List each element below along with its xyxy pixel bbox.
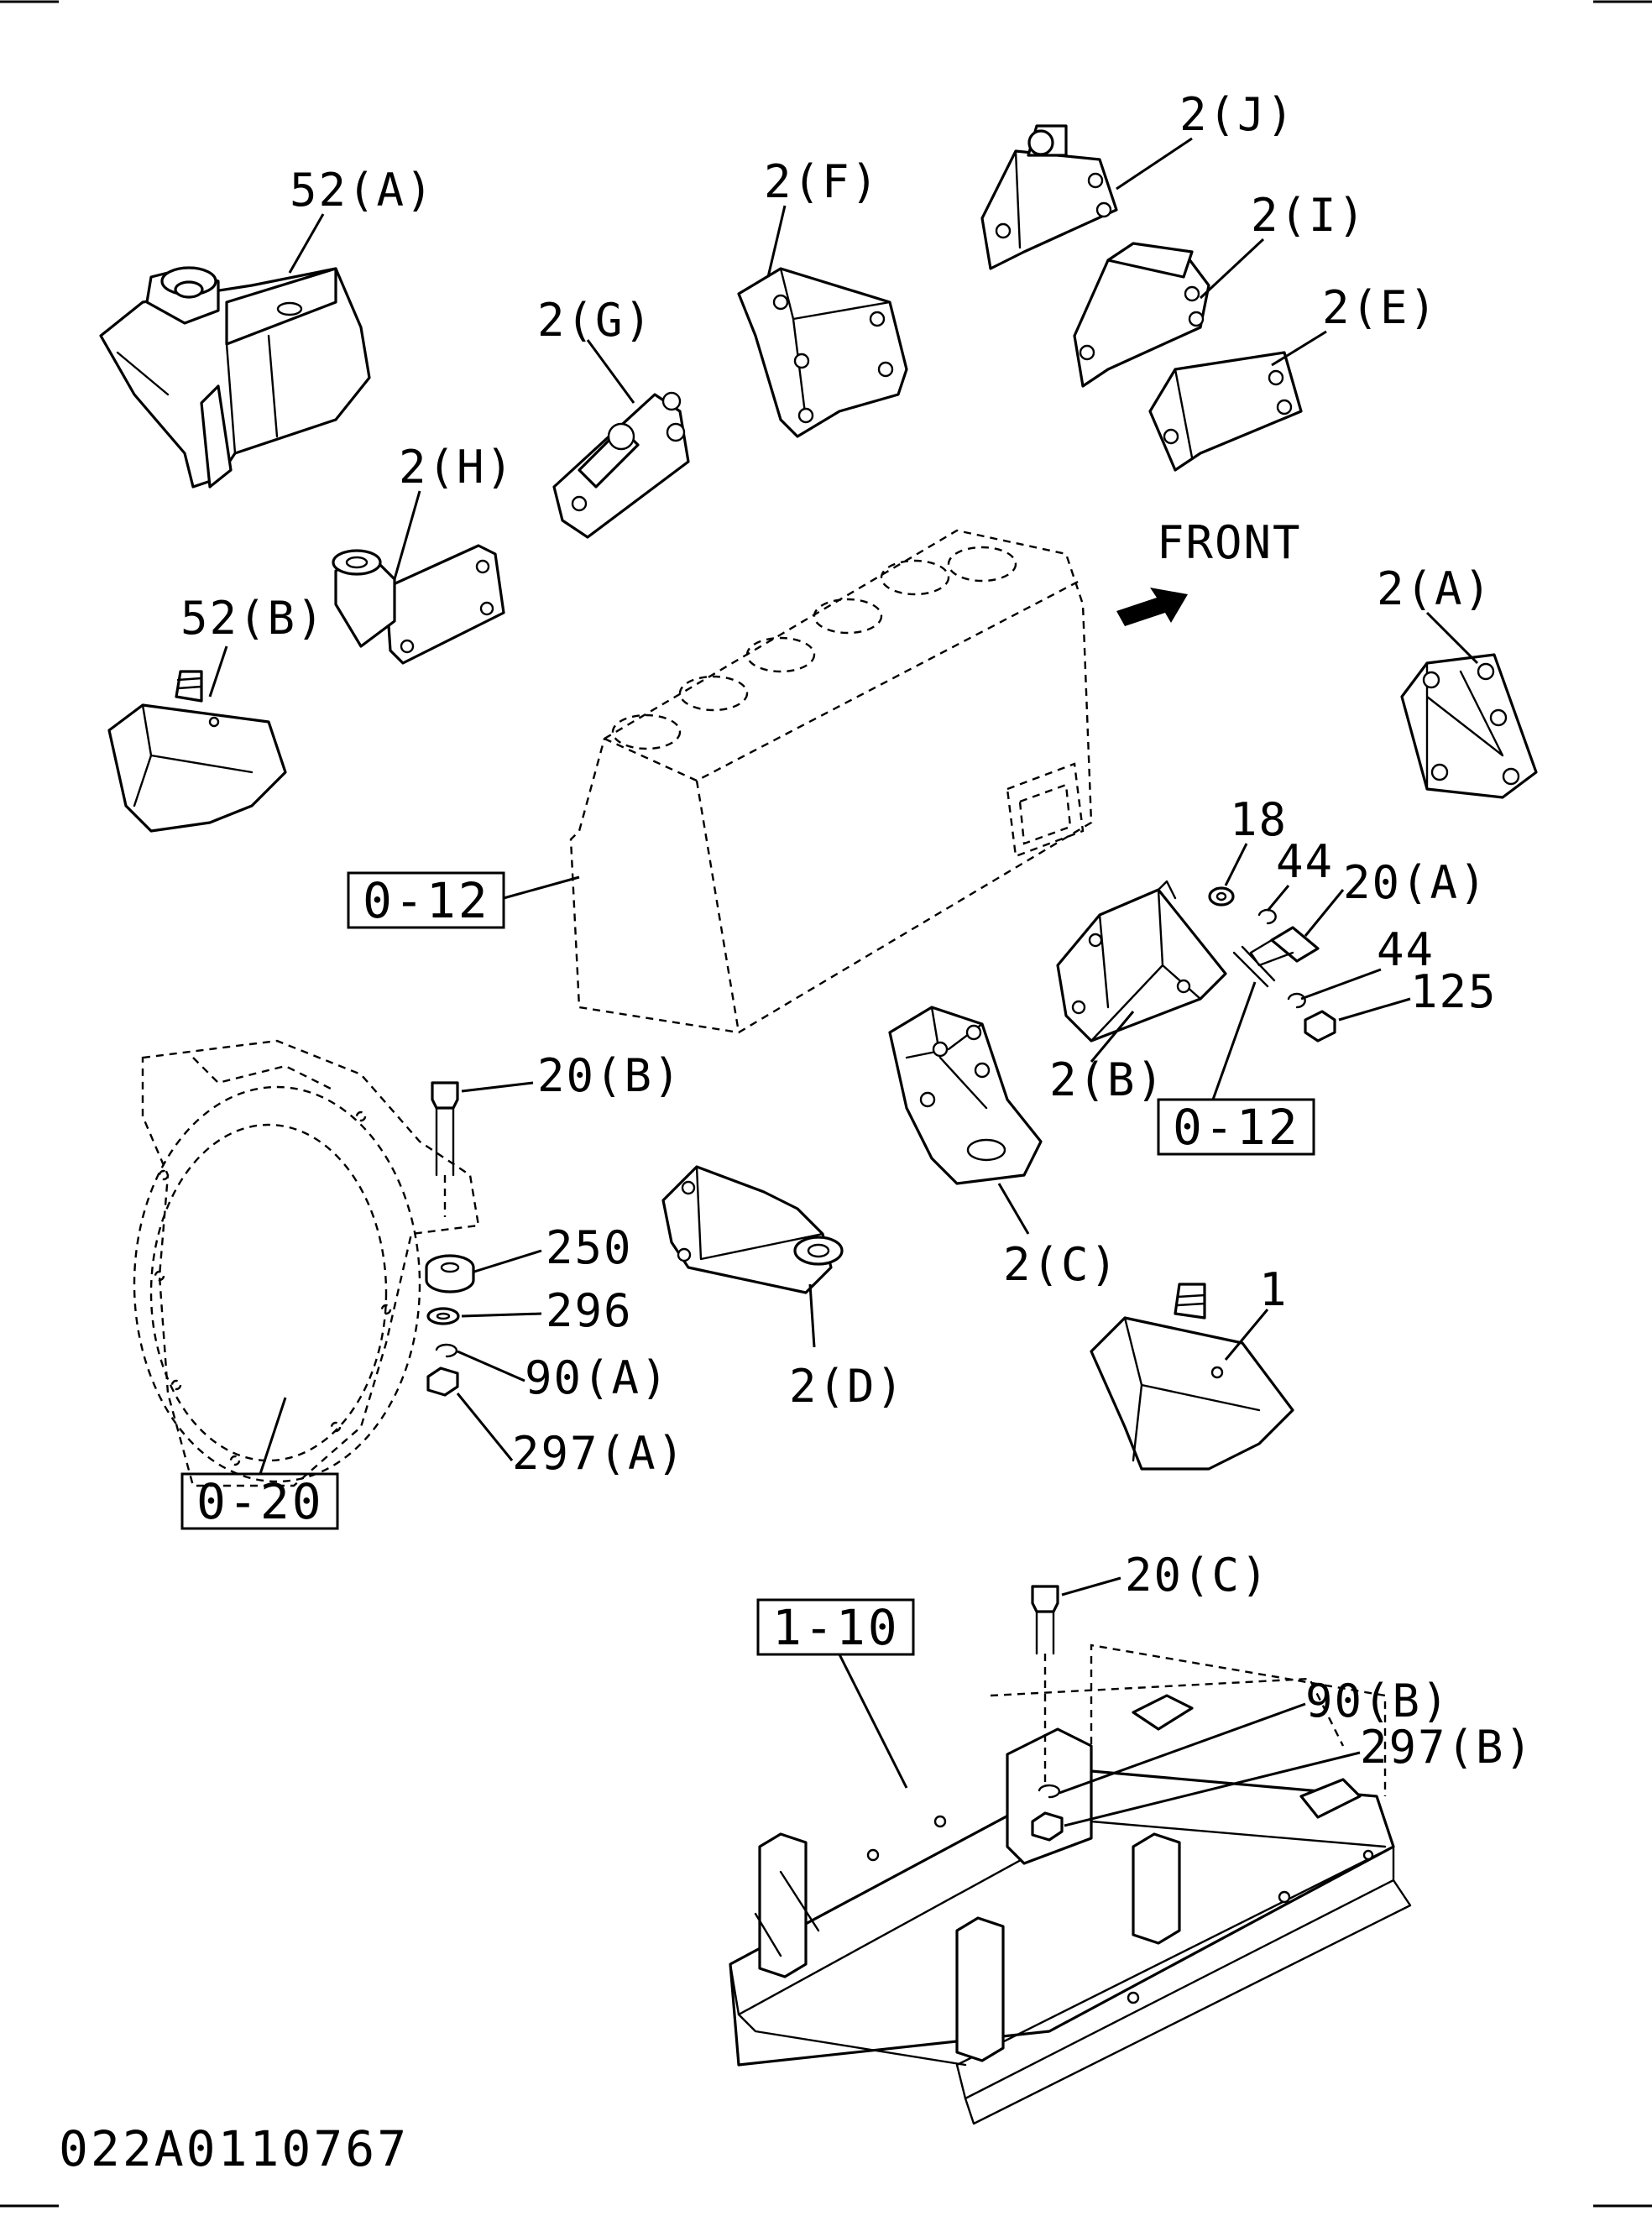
part-2i-bracket — [1073, 242, 1210, 388]
spring-washer-90a — [435, 1343, 457, 1358]
label-90a: 90(A) — [525, 1351, 670, 1404]
part-2h-bracket — [332, 544, 505, 665]
ref-box-frame — [756, 1598, 915, 1656]
engine-block-drawing — [569, 529, 1093, 1034]
ref-bracket: 0-12 — [1173, 1099, 1300, 1156]
ref-frame: 1-10 — [772, 1599, 900, 1656]
label-52a: 52(A) — [290, 164, 435, 217]
label-2g: 2(G) — [537, 294, 653, 347]
label-2j: 2(J) — [1179, 88, 1295, 141]
spacer-250 — [425, 1254, 475, 1293]
label-2f: 2(F) — [764, 155, 880, 208]
front-label: FRONT — [1157, 516, 1302, 569]
spring-washer-44-lower — [1287, 992, 1306, 1009]
label-250: 250 — [546, 1221, 633, 1274]
spring-washer-90b — [1038, 1784, 1060, 1799]
bolt-20b — [431, 1081, 459, 1217]
part-2b-bracket — [1056, 880, 1227, 1043]
label-297b: 297(B) — [1360, 1721, 1534, 1774]
flywheel-housing-drawing — [133, 1039, 480, 1487]
ref-box-engine — [347, 871, 505, 929]
label-1: 1 — [1259, 1263, 1289, 1316]
front-arrow-icon — [1116, 588, 1188, 626]
nut-297b — [1031, 1811, 1064, 1842]
label-20c: 20(C) — [1125, 1549, 1270, 1602]
label-20a: 20(A) — [1343, 856, 1488, 909]
part-52a-mount — [99, 266, 371, 489]
label-125: 125 — [1410, 965, 1498, 1018]
label-18: 18 — [1230, 793, 1288, 846]
label-296: 296 — [546, 1284, 633, 1337]
drawing-code: 022A0110767 — [59, 2120, 409, 2177]
label-90b: 90(B) — [1305, 1675, 1451, 1727]
spring-washer-44-upper — [1257, 908, 1277, 925]
bolt-20c — [1031, 1585, 1059, 1788]
part-2d-bracket — [661, 1165, 844, 1294]
label-44-upper: 44 — [1276, 835, 1334, 888]
ref-box-bracket — [1157, 1098, 1315, 1156]
part-2e-bracket — [1148, 351, 1303, 472]
front-direction-indicator: FRONT — [1116, 516, 1302, 626]
label-2i: 2(I) — [1251, 189, 1367, 242]
part-2a-bracket — [1400, 653, 1538, 799]
part-2g-bracket — [552, 391, 690, 539]
part-1-mount — [1090, 1283, 1294, 1471]
label-2a: 2(A) — [1377, 562, 1493, 615]
ref-box-flywheel-housing — [180, 1472, 339, 1530]
label-2b: 2(B) — [1049, 1053, 1165, 1106]
nut-297a — [426, 1367, 459, 1397]
ref-flywheel-housing: 0-20 — [196, 1473, 324, 1530]
nut-125 — [1304, 1010, 1336, 1043]
label-52b: 52(B) — [180, 592, 326, 645]
label-2d: 2(D) — [789, 1360, 905, 1413]
label-20b: 20(B) — [537, 1049, 682, 1102]
label-2c: 2(C) — [1003, 1238, 1119, 1291]
label-297a: 297(A) — [512, 1427, 686, 1480]
label-2h: 2(H) — [399, 441, 515, 494]
ref-engine: 0-12 — [363, 872, 490, 929]
part-2j-bracket — [980, 124, 1118, 270]
label-44-lower: 44 — [1377, 923, 1435, 976]
part-2c-mount — [888, 1006, 1043, 1185]
part-2f-bracket — [737, 267, 908, 438]
stud — [1232, 945, 1276, 988]
part-52b-mount — [107, 670, 287, 833]
label-2e: 2(E) — [1322, 281, 1438, 334]
